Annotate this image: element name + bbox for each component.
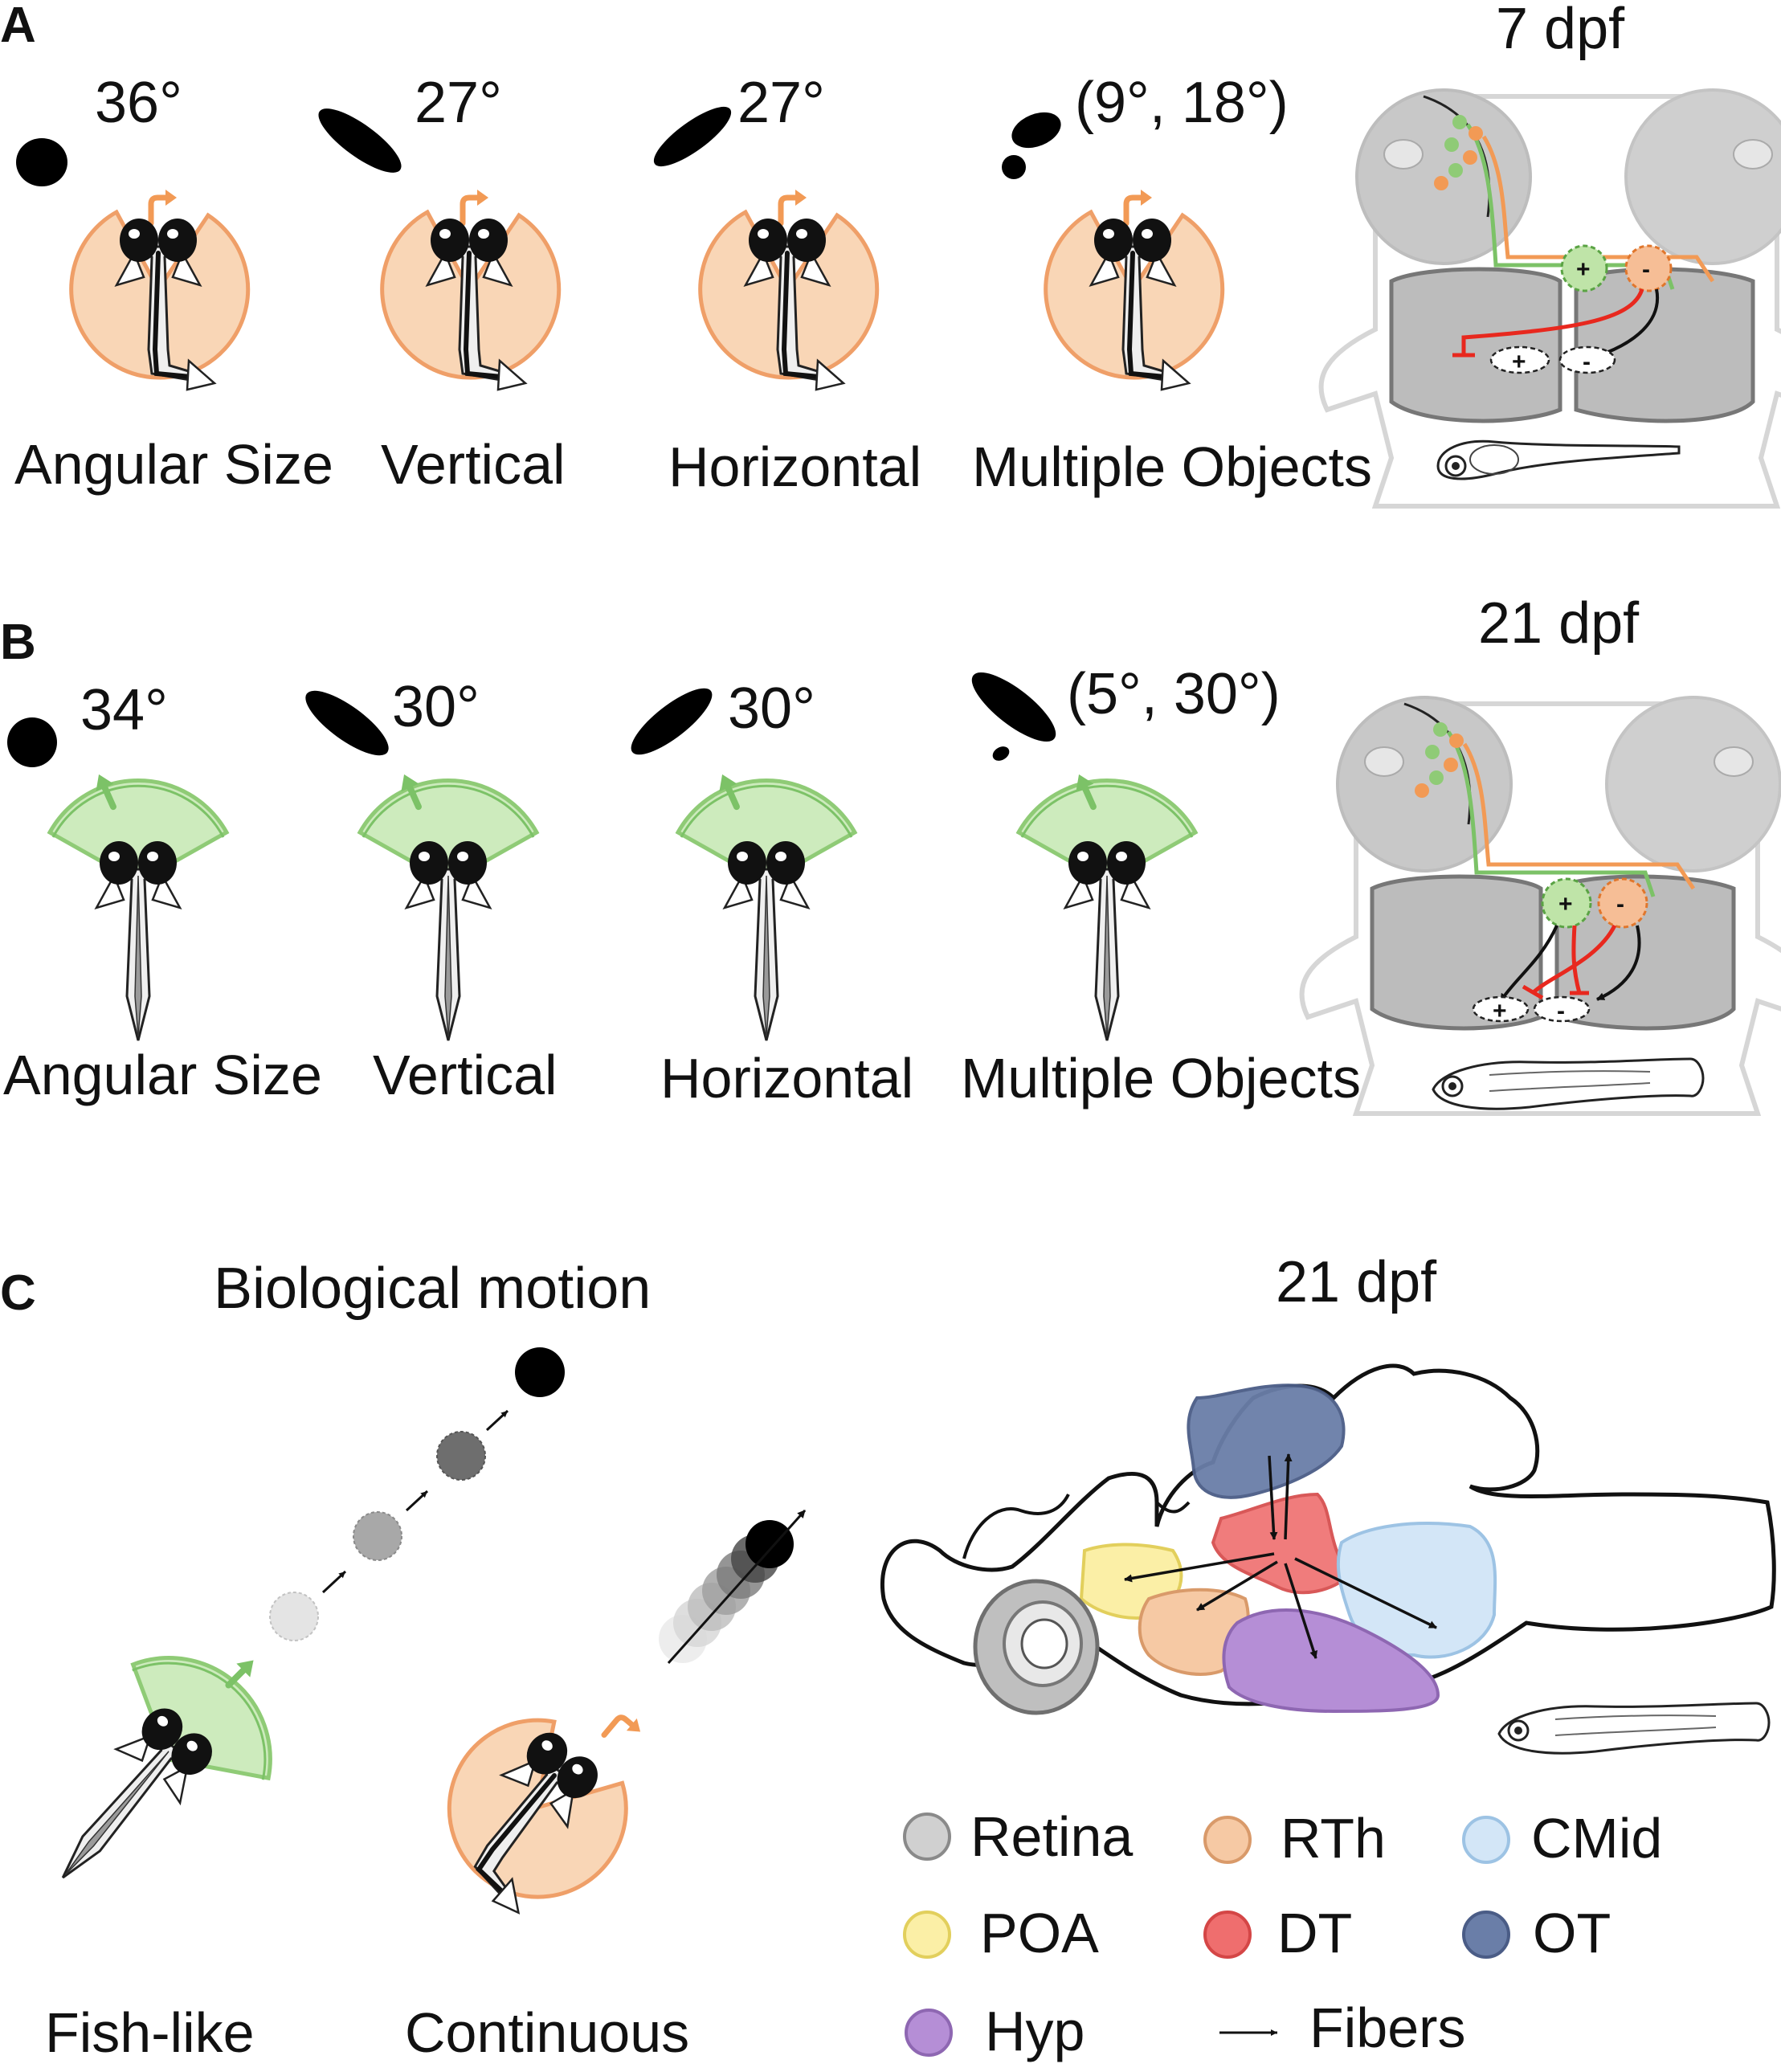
stimulus-ellipse-vertical [296,680,397,766]
panel-a-caption-angular-size: Angular Size [14,433,333,496]
orange-turn-arrow-icon [604,1709,646,1751]
panel-a-caption-vertical: Vertical [381,433,566,496]
panel-a-caption-horizontal: Horizontal [668,435,921,498]
panel-a-angle-2: 27° [415,71,502,135]
panel-b-age: 21 dpf [1478,591,1640,656]
juvenile-fish-icon [96,841,180,1040]
panel-b-angle-1: 34° [80,678,168,742]
motion-dot-step-2 [353,1512,402,1560]
panel-b-brain-circuit: + - + - [1302,697,1781,1114]
panel-c-caption-continuous: Continuous [405,2001,689,2064]
larva-side-view-icon [1438,441,1679,479]
excitatory-sign: + [1558,891,1573,917]
legend-swatch-dt [1205,1912,1250,1957]
motor-minus-sign: - [1583,349,1591,375]
green-forward-zone [50,780,227,882]
stimulus-large-object [1007,105,1066,154]
motor-plus-sign: + [1493,998,1507,1024]
stimulus-large-object [962,661,1065,752]
panel-b-caption-multiple-objects: Multiple Objects [961,1047,1361,1110]
juvenile-fish-icon [1065,841,1149,1040]
panel-a-letter: A [0,0,36,53]
legend-label-poa: POA [980,1902,1099,1964]
legend-label-cmid: CMid [1531,1807,1662,1870]
continuous-motion-sequence [659,1510,805,1663]
stimulus-ellipse-horizontal [646,97,738,175]
panel-c-letter: C [0,1265,36,1321]
legend-swatch-ot [1464,1912,1509,1957]
panel-c-title: Biological motion [214,1257,651,1321]
juvenile-side-view-icon [1433,1059,1703,1109]
stimulus-small-object [990,744,1011,764]
panel-b-caption-horizontal: Horizontal [660,1047,913,1110]
legend-label-retina: Retina [970,1805,1133,1868]
panel-b-angle-4: (5°, 30°) [1067,662,1281,726]
panel-a-caption-multiple-objects: Multiple Objects [972,435,1372,498]
motion-dot-step-4 [515,1347,565,1397]
green-forward-zone [678,780,855,882]
orange-turn-arrow-icon [1126,190,1152,223]
juvenile-side-view-icon [1499,1703,1769,1753]
stimulus-ellipse-vertical [310,98,410,182]
legend-swatch-cmid [1464,1817,1509,1862]
green-forward-zone [360,780,537,882]
juvenile-fish-icon [406,841,490,1040]
stimulus-ellipse-horizontal [623,678,721,765]
panel-b-caption-angular-size: Angular Size [3,1044,322,1106]
green-forward-zone [1019,780,1195,882]
motor-minus-sign: - [1557,998,1565,1024]
panel-b-angle-2: 30° [392,675,480,739]
panel-a-angle-1: 36° [95,71,182,135]
orange-turn-arrow-icon [151,190,177,223]
legend-label-fibers: Fibers [1309,1996,1465,2059]
panel-a-age: 7 dpf [1496,0,1625,61]
panel-b-letter: B [0,615,36,670]
legend-swatch-poa [905,1912,950,1957]
legend-label-dt: DT [1277,1902,1352,1964]
excitatory-sign: + [1576,256,1591,283]
legend-label-ot: OT [1533,1902,1611,1964]
orange-turn-arrow-icon [781,190,807,223]
panel-c-caption-fish-like: Fish-like [45,2001,255,2064]
panel-b-angle-3: 30° [728,676,815,741]
inhibitory-sign: - [1642,256,1650,283]
motion-dot-step-1 [270,1592,318,1641]
panel-b-caption-vertical: Vertical [373,1044,558,1106]
legend-swatch-hyp [906,2010,951,2055]
stimulus-dot [7,717,57,767]
legend-swatch-rth [1205,1817,1250,1862]
legend-label-hyp: Hyp [985,2000,1085,2062]
inhibitory-sign: - [1616,891,1624,917]
panel-a-angle-3: 27° [737,71,825,135]
legend-swatch-retina [905,1814,950,1859]
motion-dot-step-3 [437,1432,485,1480]
brain-sagittal-diagram [882,1366,1774,1713]
stimulus-dot [16,138,67,186]
region-legend: Retina RTh CMid POA DT OT Hyp Fibers [905,1805,1662,2062]
fish-like-motion-sequence [270,1347,565,1641]
panel-c-age: 21 dpf [1276,1250,1437,1314]
legend-label-rth: RTh [1281,1807,1386,1870]
panel-a-angle-4: (9°, 18°) [1075,71,1289,135]
juvenile-fish-icon [725,841,808,1040]
motor-plus-sign: + [1512,349,1526,375]
orange-turn-arrow-icon [463,190,488,223]
stimulus-small-object [1002,155,1026,179]
